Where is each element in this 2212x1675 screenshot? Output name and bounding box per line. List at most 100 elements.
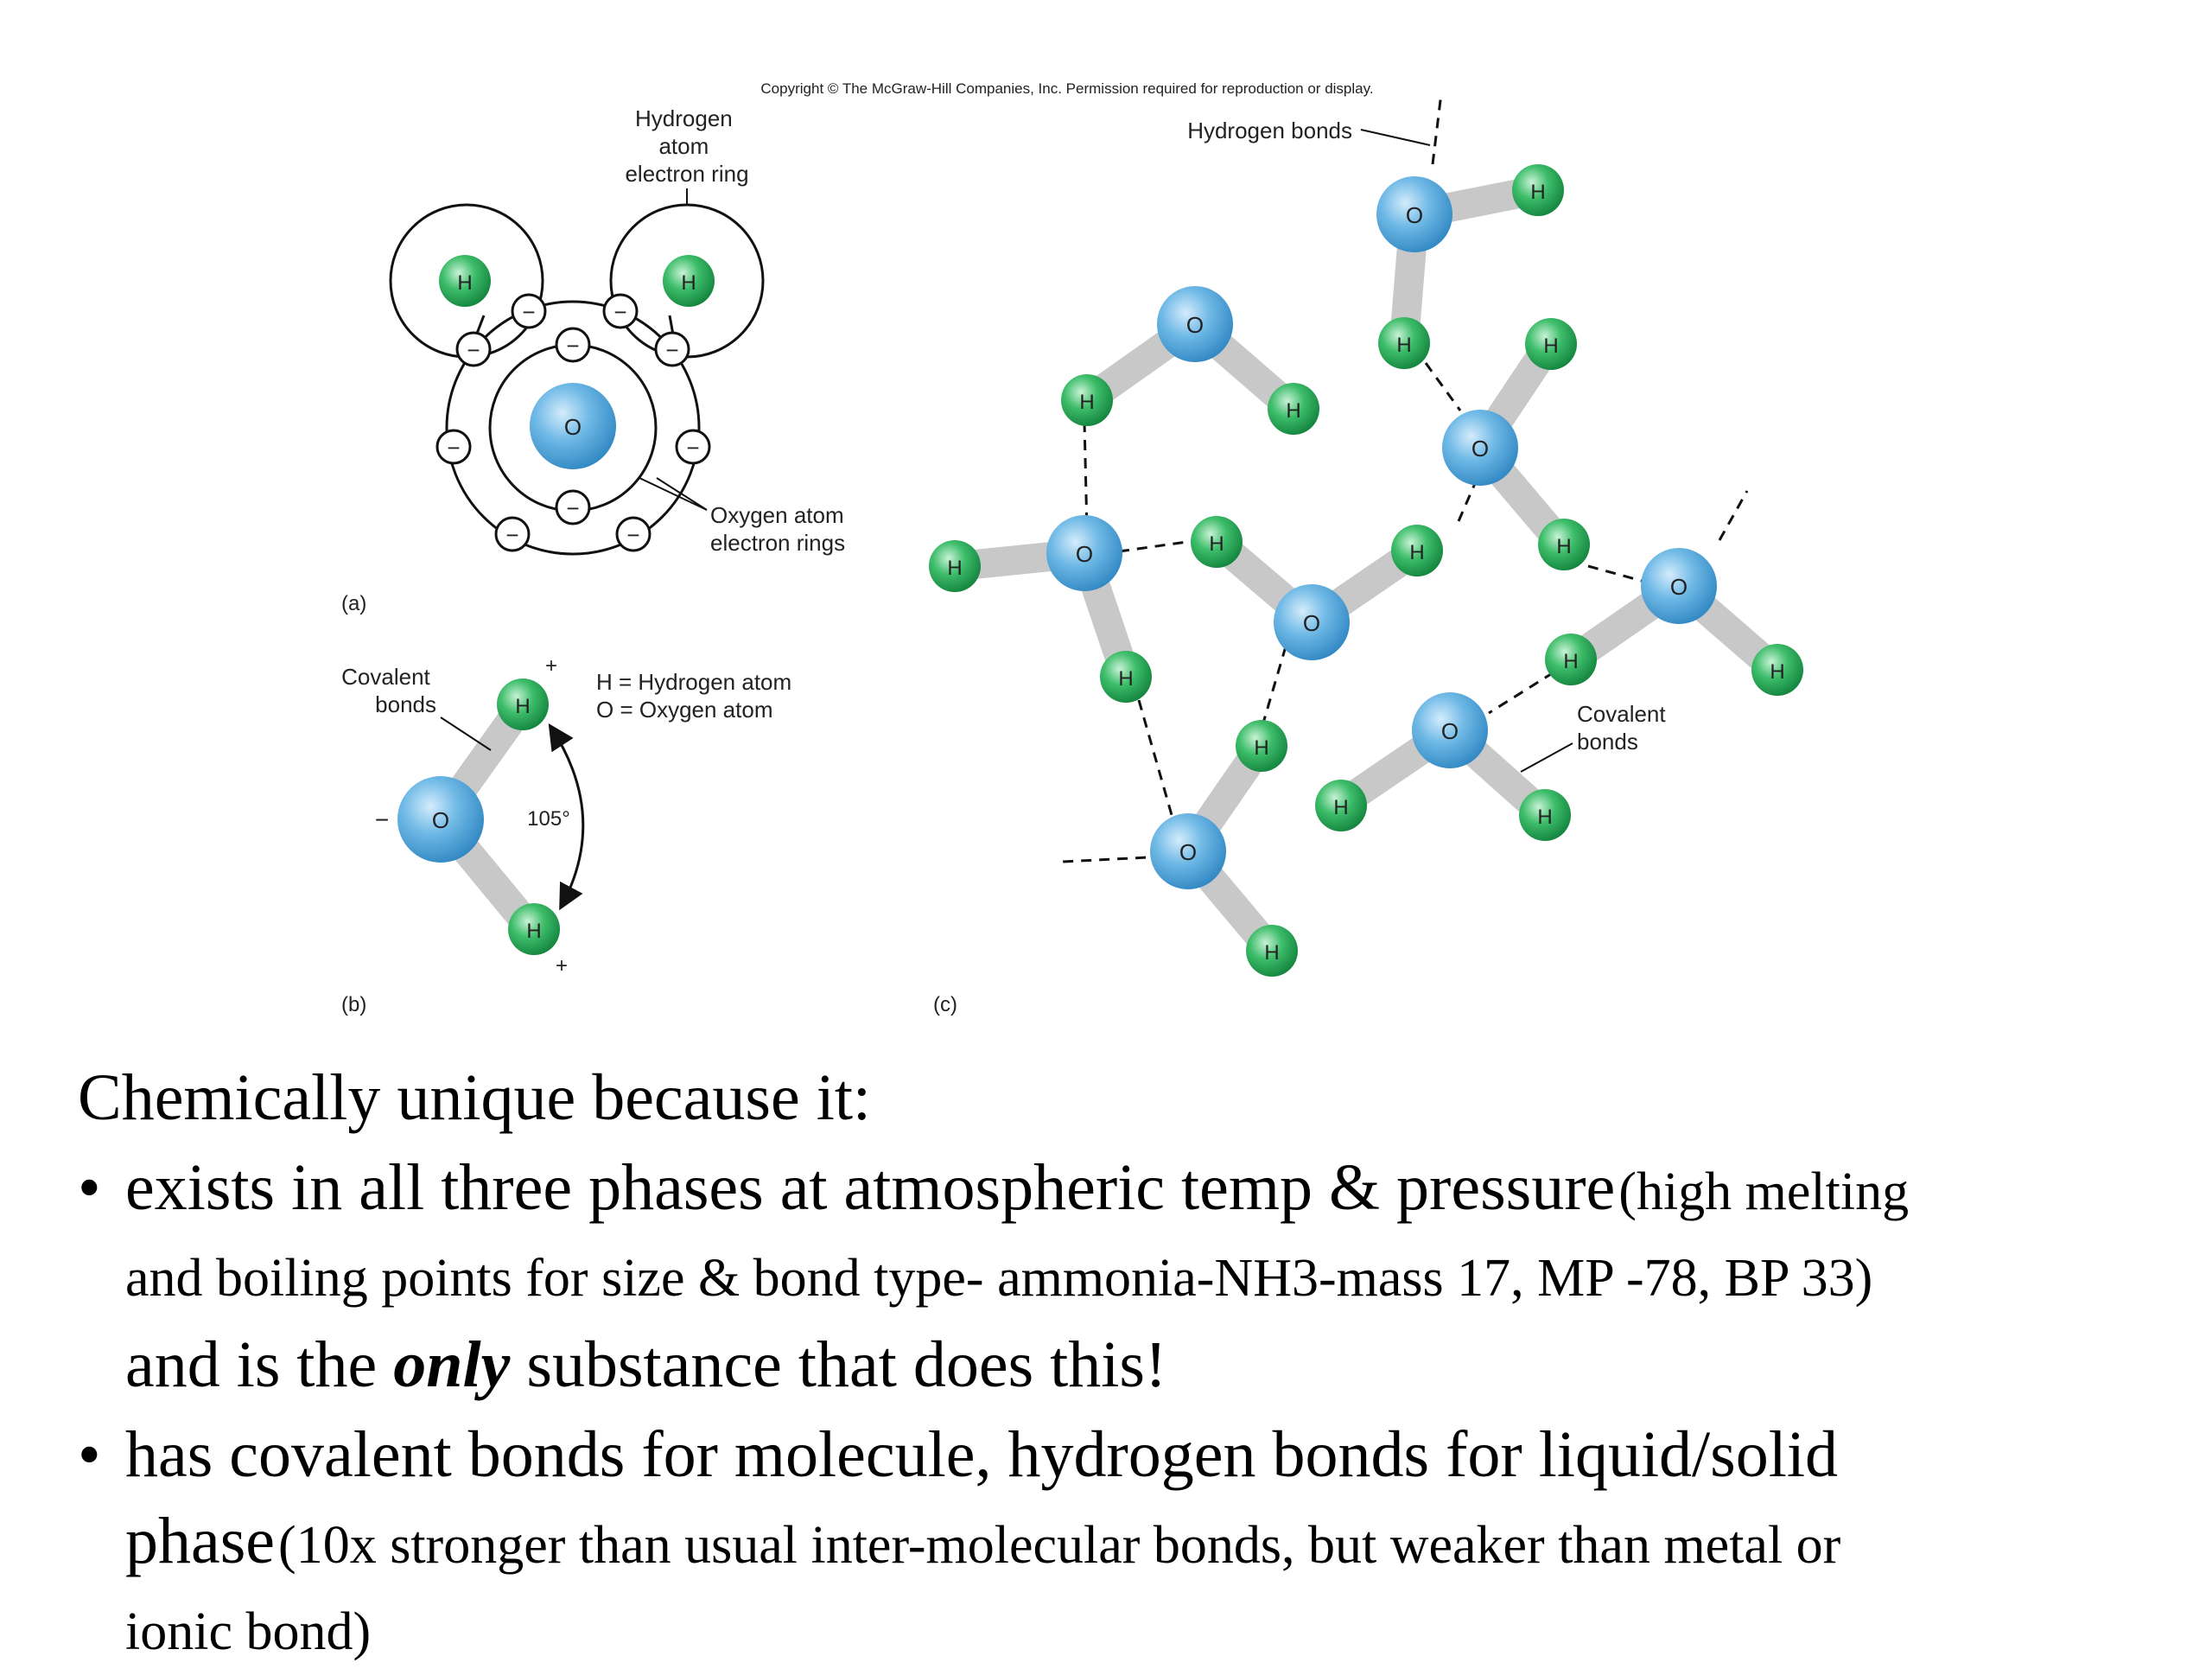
- bullet-item: • has covalent bonds for molecule, hydro…: [78, 1411, 2169, 1675]
- svg-text:H: H: [1556, 535, 1571, 558]
- svg-text:−: −: [566, 333, 579, 359]
- hydrogen-atom: H: [1519, 789, 1571, 841]
- positive-charge-top: +: [545, 654, 557, 678]
- panel-c-label: (c): [933, 993, 957, 1016]
- electron: −: [615, 516, 652, 552]
- oxygen-atom: O: [1376, 176, 1452, 252]
- negative-charge: −: [375, 806, 389, 833]
- slide-body-text: Chemically unique because it: • exists i…: [78, 1054, 2169, 1675]
- oxygen-atom: O: [1150, 813, 1226, 889]
- hydrogen-atom: H: [1391, 525, 1443, 576]
- svg-text:H: H: [681, 271, 696, 295]
- atom-legend: H = Hydrogen atom O = Oxygen atom: [596, 669, 798, 723]
- hydrogen-atom: H: [1246, 925, 1298, 977]
- water-molecules-network: H H H H H H H H H H H H H H H H O O O O …: [929, 164, 1803, 977]
- svg-text:H: H: [1543, 334, 1558, 358]
- svg-text:−: −: [626, 522, 639, 548]
- panel-b-label: (b): [341, 993, 366, 1016]
- oxygen-atom: O: [397, 776, 484, 863]
- bond-angle-value: 105°: [527, 807, 570, 831]
- svg-text:−: −: [686, 435, 699, 461]
- hydrogen-atom: H: [1268, 383, 1319, 435]
- svg-text:O: O: [1441, 718, 1459, 744]
- svg-text:H: H: [1530, 181, 1545, 204]
- electron: −: [602, 293, 639, 329]
- svg-text:H: H: [1537, 806, 1552, 829]
- hydrogen-ring-label: Hydrogen atom electron ring: [625, 105, 748, 187]
- bullet1-main: exists in all three phases at atmospheri…: [125, 1151, 1616, 1224]
- svg-text:H: H: [515, 695, 530, 718]
- bullet1-line3-post: substance that does this!: [526, 1328, 1167, 1401]
- panel-b-water-molecule: H H O: [397, 678, 560, 955]
- svg-text:H: H: [457, 271, 472, 295]
- oxygen-atom: O: [1274, 584, 1350, 660]
- electron: −: [555, 327, 591, 363]
- hydrogen-atom: H: [1378, 317, 1430, 369]
- bullet1-line3-pre: and is the: [125, 1328, 378, 1401]
- oxygen-atom: O: [1442, 410, 1518, 486]
- svg-text:O: O: [1406, 202, 1423, 228]
- bullet1-paren-start: (high melting: [1618, 1162, 1910, 1221]
- covalent-bonds-label-b: Covalent bonds: [341, 664, 436, 717]
- bullet2-main: has covalent bonds for molecule, hydroge…: [125, 1418, 1838, 1491]
- svg-text:H: H: [1409, 541, 1424, 564]
- hydrogen-atom: H: [1236, 720, 1287, 772]
- oxygen-atom: O: [1412, 692, 1488, 768]
- hydrogen-atom: H: [508, 903, 560, 955]
- svg-text:H: H: [1563, 650, 1578, 673]
- bullet2-paren-continued: ionic bond): [125, 1602, 372, 1661]
- hydrogen-atom: H: [929, 540, 981, 592]
- svg-text:H: H: [1264, 941, 1279, 965]
- positive-charge-bottom: +: [556, 954, 568, 978]
- bullet1-paren-continued: and boiling points for size & bond type-…: [125, 1249, 1873, 1308]
- svg-text:H: H: [1286, 399, 1300, 423]
- hydrogen-atom: H: [1545, 634, 1597, 685]
- slide-heading: Chemically unique because it:: [78, 1061, 872, 1134]
- bullet1-emphasis: only: [393, 1328, 511, 1401]
- electron: −: [494, 516, 531, 552]
- svg-text:O: O: [1303, 610, 1320, 636]
- bond-angle-arrow: [548, 723, 585, 911]
- oxygen-atom: O: [1157, 286, 1233, 362]
- svg-text:O: O: [564, 414, 582, 440]
- svg-text:H: H: [1770, 660, 1784, 684]
- svg-text:−: −: [467, 337, 480, 363]
- electron: −: [455, 331, 492, 367]
- electron: −: [675, 429, 711, 465]
- hydrogen-atom: H: [1751, 644, 1803, 696]
- svg-text:−: −: [566, 495, 579, 521]
- svg-text:H: H: [1333, 796, 1348, 819]
- bullet2-phase-word: phase: [125, 1505, 276, 1577]
- svg-text:O: O: [1076, 541, 1093, 567]
- electron: −: [654, 331, 690, 367]
- svg-text:O: O: [1670, 574, 1688, 600]
- svg-text:O: O: [1179, 839, 1197, 865]
- svg-text:H: H: [1396, 334, 1411, 357]
- water-molecule-figure: Copyright © The McGraw-Hill Companies, I…: [341, 80, 1803, 1016]
- copyright-note: Copyright © The McGraw-Hill Companies, I…: [760, 80, 1373, 97]
- bullet-dot: •: [78, 1418, 101, 1491]
- hydrogen-atom: H: [1191, 516, 1243, 568]
- hydrogen-atom: H: [1512, 164, 1564, 216]
- electron: −: [511, 293, 547, 329]
- svg-text:−: −: [522, 299, 535, 325]
- svg-text:H: H: [526, 920, 541, 943]
- svg-text:−: −: [505, 522, 518, 548]
- svg-text:H: H: [1118, 667, 1133, 691]
- svg-text:H: H: [1079, 391, 1094, 414]
- hydrogen-atom: H: [663, 255, 715, 307]
- svg-text:−: −: [447, 435, 460, 461]
- hydrogen-atom: H: [1061, 374, 1113, 426]
- svg-text:O: O: [1186, 312, 1204, 338]
- svg-text:O: O: [1471, 436, 1489, 462]
- svg-text:O: O: [432, 807, 449, 833]
- hydrogen-atom: H: [1100, 651, 1152, 703]
- hydrogen-atom: H: [1315, 780, 1367, 831]
- oxygen-rings-label: Oxygen atom electron rings: [710, 502, 850, 556]
- bullet2-paren-start: (10x stronger than usual inter-molecular…: [278, 1516, 1841, 1575]
- svg-text:H: H: [1254, 736, 1268, 760]
- svg-text:−: −: [613, 299, 626, 325]
- svg-text:H: H: [1209, 532, 1224, 556]
- electron: −: [555, 489, 591, 525]
- oxygen-atom: O: [1641, 548, 1717, 624]
